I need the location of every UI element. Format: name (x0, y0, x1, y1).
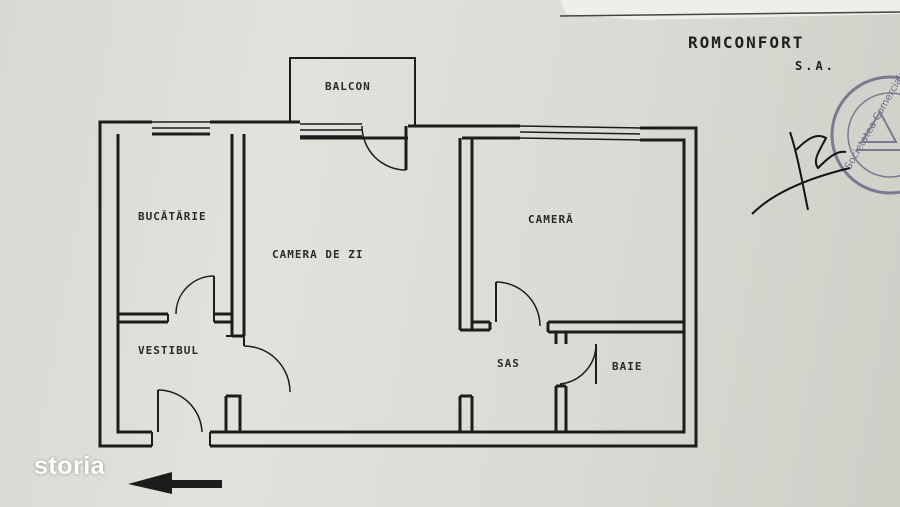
company-suffix: S.A. (795, 59, 836, 73)
room-label-balcon: BALCON (325, 80, 371, 93)
walls (98, 57, 698, 448)
border-line (559, 11, 900, 17)
room-label-sas: SAS (497, 357, 520, 370)
entrance-arrow-icon (128, 472, 222, 494)
room-label-camera-de-zi: CAMERA DE ZI (272, 248, 363, 261)
paper-fold (560, 0, 900, 20)
room-label-vestibul: VESTIBUL (138, 344, 199, 357)
room-label-baie: BAIE (612, 360, 643, 373)
storia-watermark-logo: storia (34, 452, 106, 480)
signature (751, 131, 851, 215)
room-label-bucatarie: BUCĂTĂRIE (138, 210, 207, 223)
room-label-camera: CAMERĂ (528, 213, 574, 226)
stamp-text: Societatea Comerciala ROMCONFORT (843, 3, 900, 172)
company-stamp: Societatea Comerciala ROMCONFORT (830, 3, 900, 195)
company-name: ROMCONFORT (688, 33, 804, 52)
